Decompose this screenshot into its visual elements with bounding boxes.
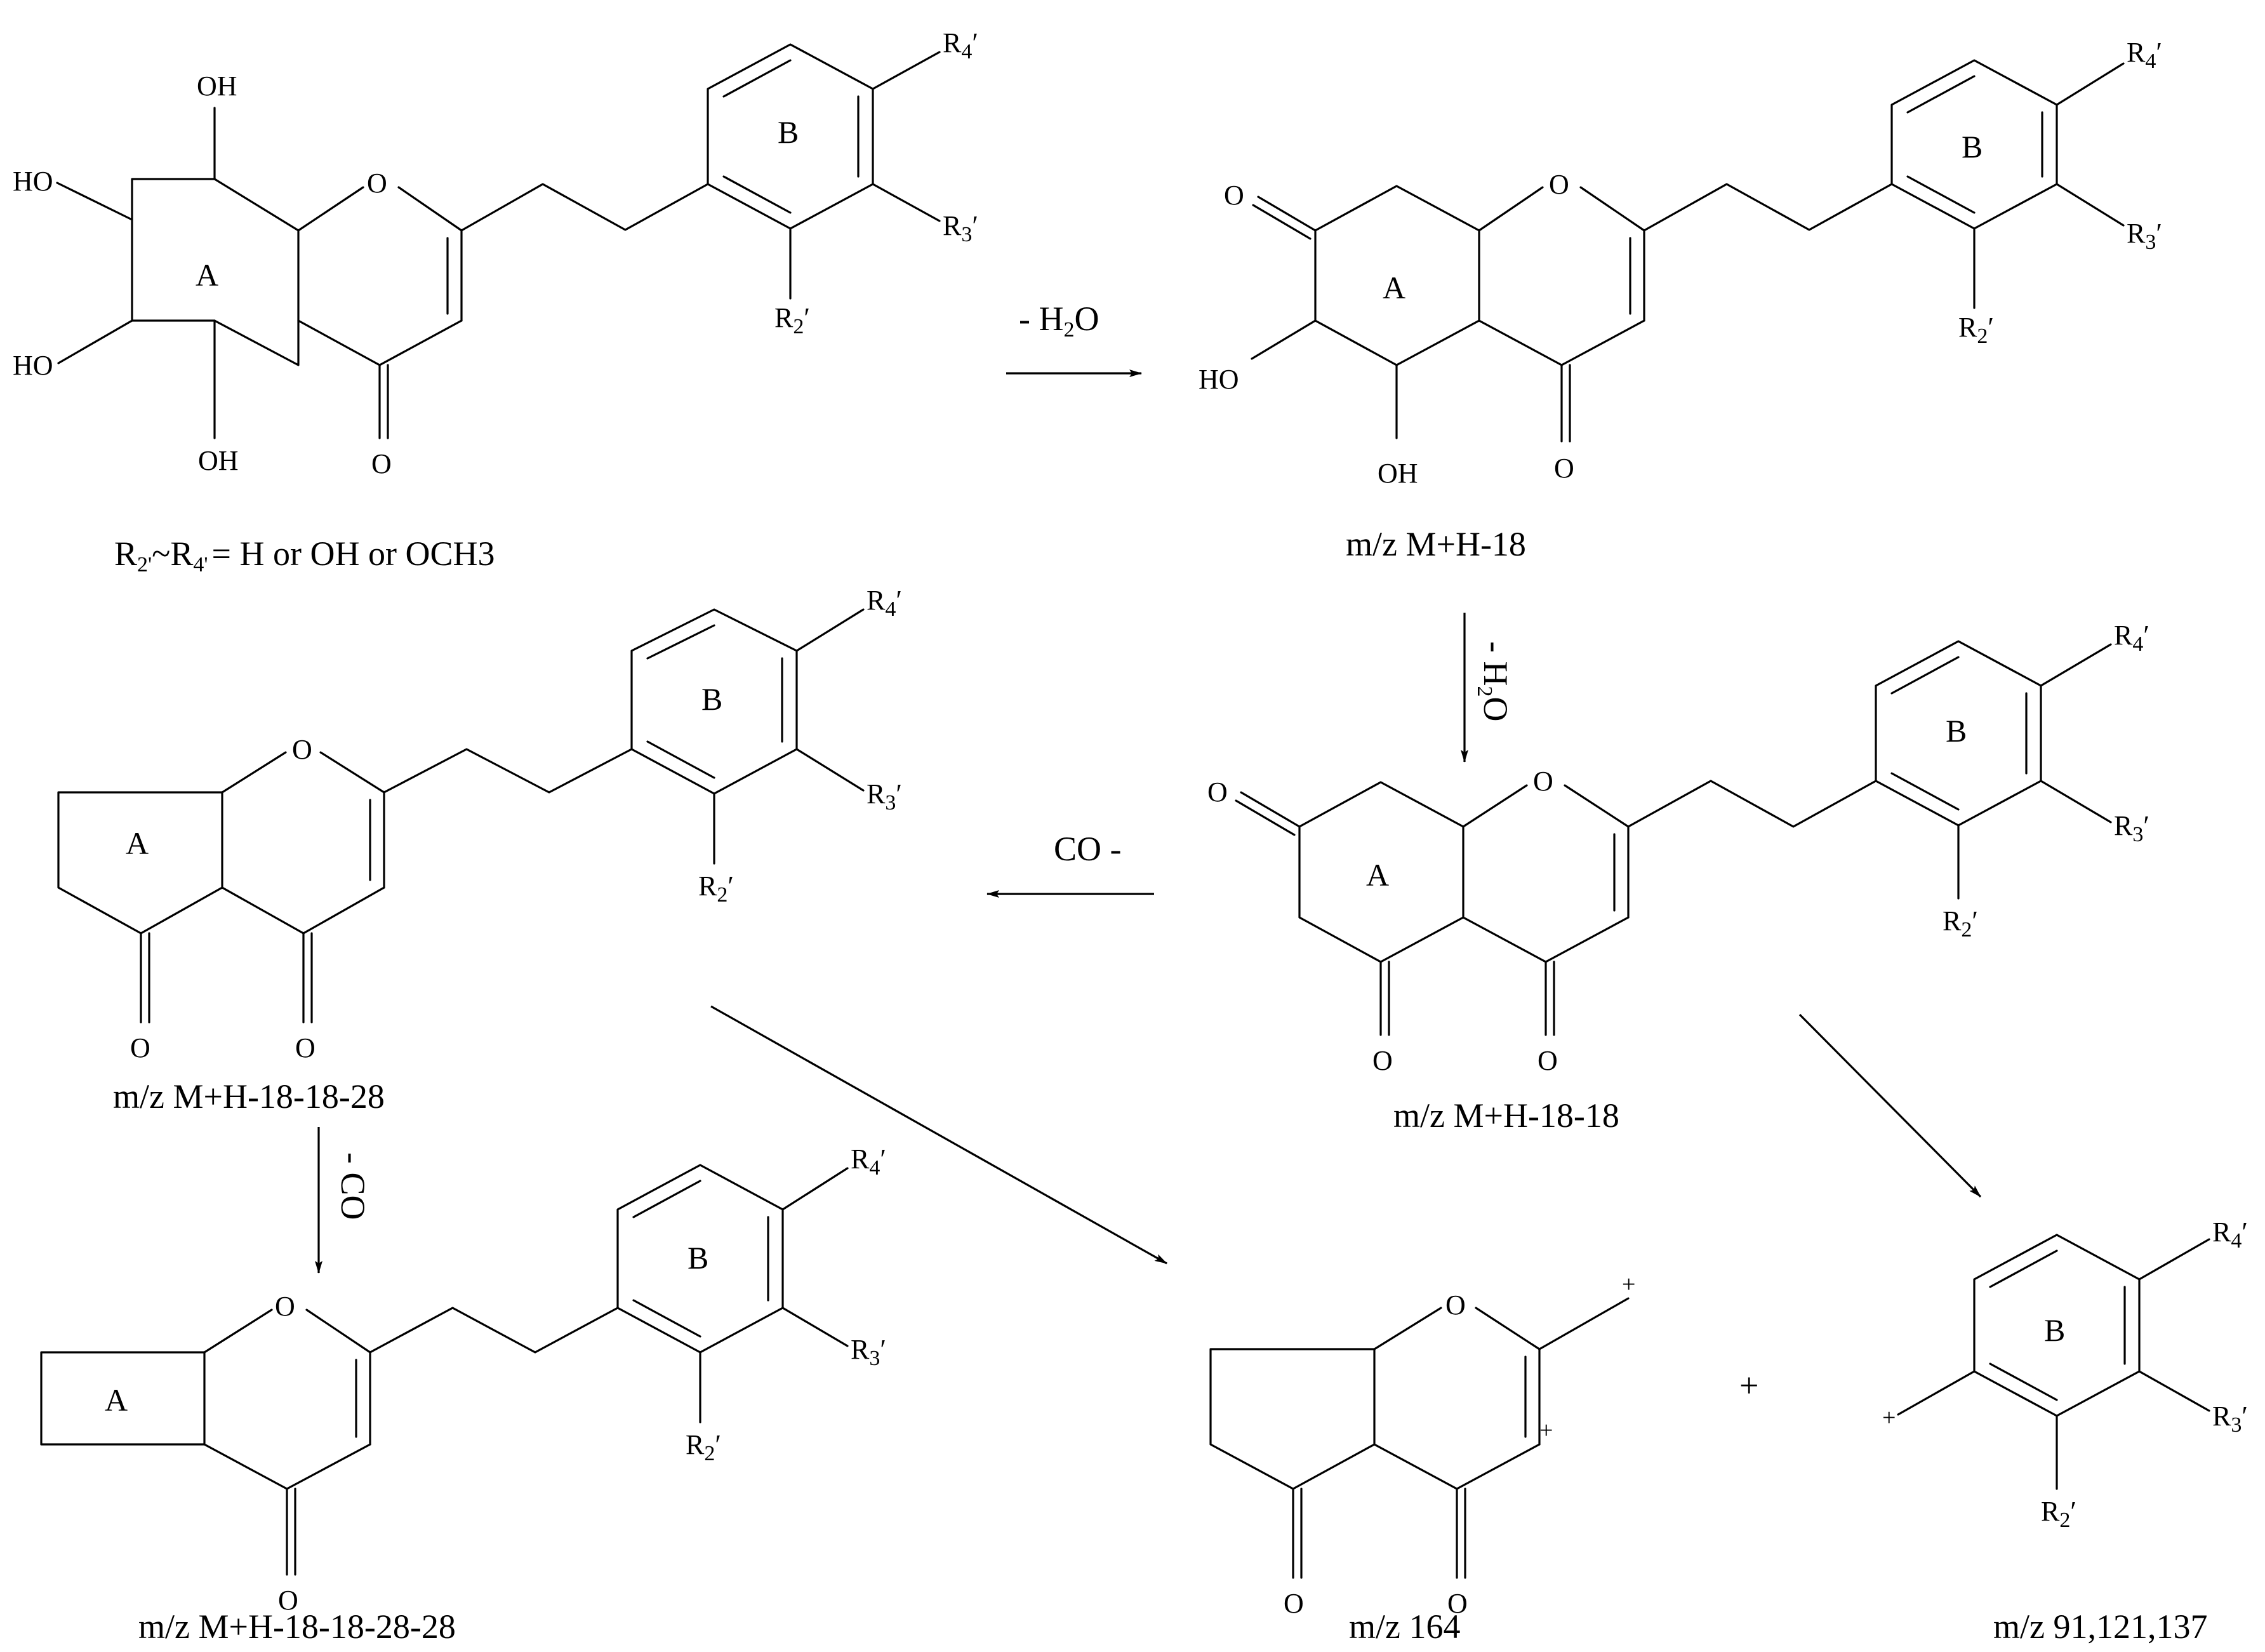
- structure-m-minus-18: O HO OH O O A B R4′ R3′ R2′ m/z M+H-18: [1199, 37, 2162, 563]
- structure-m-minus-92: O O A B R4′ R3′ R2′ m/z M+H-18-18-28-28: [40, 1143, 886, 1646]
- r2-substituent-label: R2′: [1943, 905, 1978, 942]
- substituent-definition-caption: R2'~R4'= H or OH or OCH3: [114, 535, 495, 576]
- r2-substituent-label: R2′: [1958, 312, 1994, 348]
- ring-oxygen-label: O: [1445, 1289, 1466, 1321]
- arrow-loss-water-1: - H2O: [1006, 300, 1142, 377]
- hydroxyl-label: HO: [13, 166, 53, 197]
- arrow-label: - H2O: [1473, 641, 1515, 721]
- mass-caption: m/z M+H-18-18: [1393, 1096, 1619, 1135]
- carbonyl-oxygen-label: O: [1207, 776, 1228, 808]
- mass-caption: m/z M+H-18-18-28-28: [138, 1608, 456, 1646]
- ring-oxygen-label: O: [1549, 169, 1569, 200]
- ring-b-label: B: [687, 1240, 708, 1276]
- arrow-loss-co-2: - CO: [315, 1127, 372, 1274]
- carbonyl-oxygen-label: O: [278, 1585, 298, 1616]
- carbonyl-oxygen-label: O: [295, 1032, 316, 1063]
- r2-substituent-label: R2′: [774, 302, 810, 338]
- ring-oxygen-label: O: [1533, 766, 1553, 797]
- ring-oxygen-label: O: [367, 168, 387, 199]
- carbonyl-oxygen-label: O: [1224, 180, 1244, 211]
- ring-b-label: B: [2044, 1312, 2065, 1348]
- r3-substituent-label: R3′: [943, 210, 978, 246]
- ring-a-label: A: [1383, 270, 1405, 305]
- mass-caption: m/z M+H-18: [1346, 525, 1526, 563]
- r3-substituent-label: R3′: [867, 778, 902, 815]
- carbonyl-oxygen-label: O: [130, 1032, 150, 1063]
- r4-substituent-label: R4′: [867, 585, 902, 621]
- arrow-to-m164: [710, 1005, 1167, 1265]
- carbonyl-oxygen-label: O: [371, 448, 392, 479]
- ethyl-linker: [460, 183, 709, 232]
- ring-oxygen-label: O: [292, 734, 312, 765]
- ring-b-label: B: [701, 681, 722, 717]
- ring-b-label: B: [1946, 713, 1967, 749]
- ring-a-label: A: [126, 825, 149, 861]
- carbonyl-oxygen-label: O: [1554, 453, 1574, 484]
- ring-a-label: A: [1366, 857, 1389, 893]
- ring-b-label: B: [1962, 129, 1983, 164]
- r4-substituent-label: R4′: [943, 27, 978, 63]
- structure-precursor: OH HO HO OH O O A B R4′ R3′ R2′ R2'~R4'=…: [13, 27, 978, 576]
- r3-substituent-label: R3′: [2114, 810, 2149, 846]
- r3-substituent-label: R3′: [2127, 218, 2162, 254]
- r4-substituent-label: R4′: [2114, 620, 2149, 656]
- ring-b-label: B: [778, 114, 799, 150]
- ring-a-label: A: [105, 1382, 128, 1418]
- hydroxyl-label: OH: [1378, 458, 1418, 489]
- structure-m164: O O O + + m/z 164: [1209, 1271, 1635, 1646]
- r2-substituent-label: R2′: [686, 1429, 721, 1465]
- mass-caption: m/z 91,121,137: [1993, 1608, 2207, 1646]
- r3-substituent-label: R3′: [2212, 1401, 2248, 1437]
- r4-substituent-label: R4′: [2127, 37, 2162, 73]
- carbonyl-oxygen-label: O: [1538, 1045, 1558, 1076]
- r2-substituent-label: R2′: [2041, 1496, 2076, 1532]
- ring-oxygen-label: O: [275, 1291, 295, 1322]
- carbonyl-oxygen-label: O: [1372, 1045, 1393, 1076]
- cation-charge: +: [1539, 1417, 1553, 1444]
- carbonyl-oxygen-label: O: [1284, 1588, 1304, 1619]
- structure-benzyl-ions: + B R4′ R3′ R2′ m/z 91,121,137: [1882, 1216, 2248, 1646]
- mass-caption: m/z M+H-18-18-28: [113, 1077, 385, 1116]
- mass-caption: m/z 164: [1349, 1608, 1460, 1646]
- plus-sign: +: [1739, 1366, 1758, 1404]
- arrow-label: CO -: [1054, 830, 1122, 868]
- cation-charge: +: [1622, 1271, 1635, 1298]
- arrow-to-benzyl-ions: [1798, 1013, 1982, 1198]
- arrow-loss-co-1: CO -: [986, 830, 1154, 898]
- r4-substituent-label: R4′: [851, 1143, 886, 1180]
- arrow-label: - CO: [334, 1152, 372, 1220]
- ring-b-bonds: [707, 43, 941, 300]
- arrow-loss-water-2: - H2O: [1461, 613, 1515, 763]
- carbonyl-oxygen-label: O: [1447, 1588, 1468, 1619]
- hydroxyl-label: HO: [13, 350, 53, 381]
- ring-a-bonds: [56, 107, 300, 439]
- hydroxyl-label: HO: [1199, 364, 1239, 395]
- r4-substituent-label: R4′: [2212, 1216, 2248, 1253]
- r2-substituent-label: R2′: [698, 870, 734, 907]
- hydroxyl-label: OH: [198, 445, 239, 476]
- structure-m-minus-36: O O O O A B R4′ R3′ R2′ m/z M+H-18-18: [1207, 620, 2149, 1135]
- pyranone-ring-bonds: [297, 186, 463, 439]
- arrow-label: - H2O: [1019, 300, 1099, 342]
- hydroxyl-label: OH: [197, 70, 237, 102]
- cation-charge: +: [1882, 1404, 1896, 1431]
- ring-a-label: A: [196, 257, 218, 293]
- r3-substituent-label: R3′: [851, 1334, 886, 1370]
- structure-m-minus-64: O O O A B R4′ R3′ R2′ m/z M+H-18-18-28: [57, 585, 902, 1116]
